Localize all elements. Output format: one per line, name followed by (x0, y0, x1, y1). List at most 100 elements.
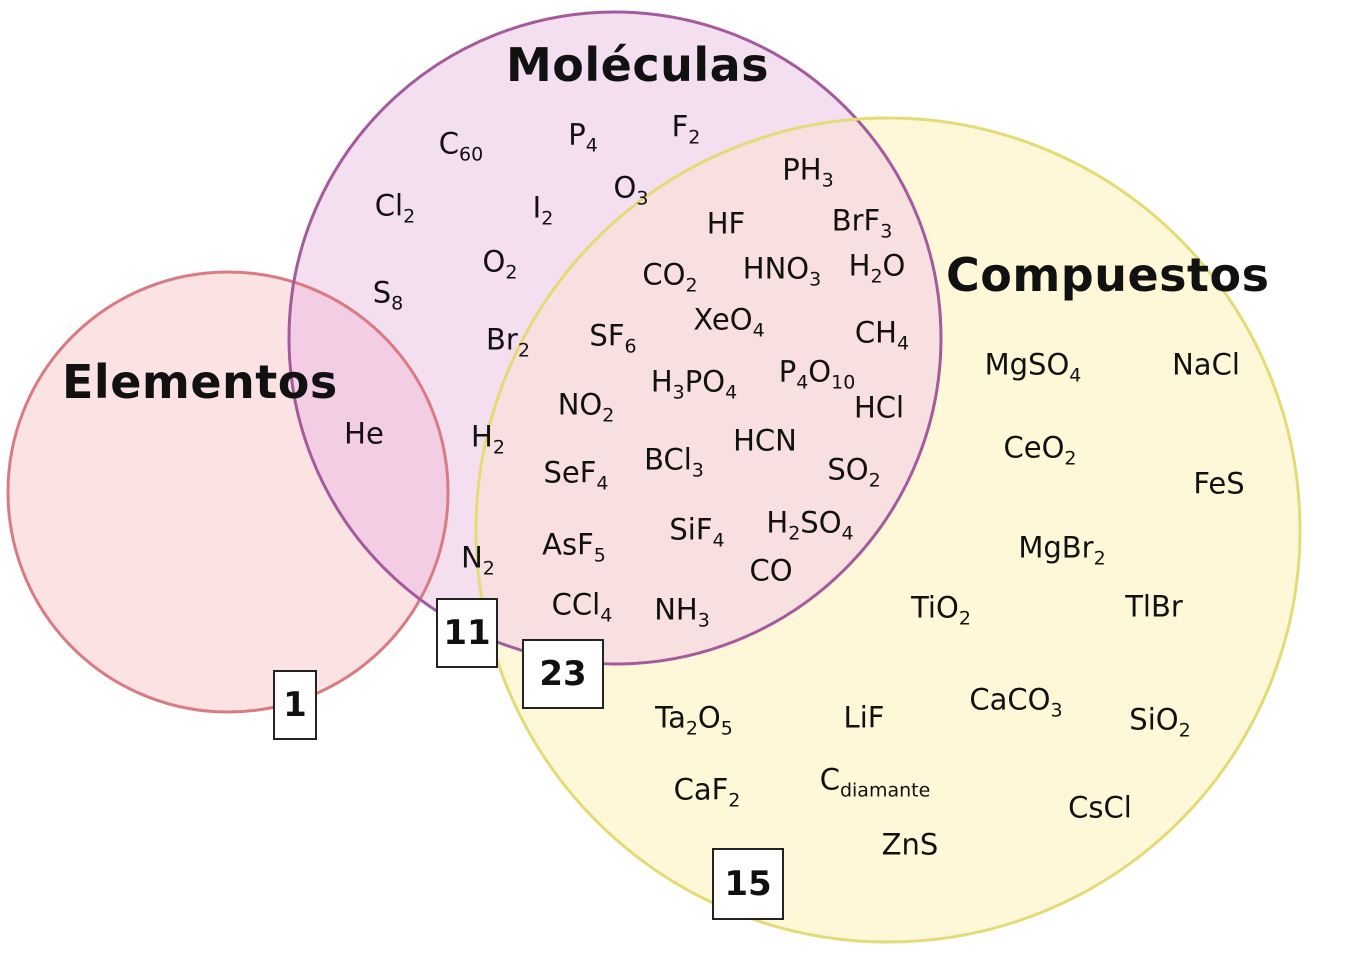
formula-cl2-part: 2 (403, 205, 416, 228)
formula-c60-part: 60 (459, 143, 484, 166)
formula-ch4-part: CH (854, 315, 897, 350)
formula-p4o10-part: 10 (831, 371, 856, 394)
formula-p4o10: P4O10 (778, 354, 856, 392)
formula-hcl: HCl (854, 393, 904, 423)
formula-sif4-part: 4 (712, 529, 725, 552)
compuestos-title: Compuestos (946, 248, 1270, 302)
formula-mgso4: MgSO4 (985, 350, 1082, 385)
formula-br2-part: 2 (517, 339, 530, 362)
formula-n2: N2 (461, 543, 495, 578)
formula-h3po4-part: 4 (725, 381, 738, 404)
formula-lif: LiF (844, 703, 885, 733)
formula-h2so4-part: 4 (841, 522, 854, 545)
compuestos-outline (474, 116, 1302, 944)
formula-nh3-part: NH (654, 592, 698, 627)
formula-ccl4: CCl4 (551, 587, 613, 625)
formula-so2-part: SO (827, 452, 869, 487)
formula-nacl: NaCl (1172, 347, 1240, 382)
formula-xeo4-part: XeO (693, 302, 753, 337)
moleculas-outline (287, 10, 943, 666)
formula-cdiamante-part: C (819, 762, 840, 797)
formula-c60-part: C (438, 126, 460, 161)
formula-o3-part: 3 (636, 187, 649, 210)
formula-ceo2-part: CeO (1003, 430, 1065, 465)
formula-h2so4-part: 2 (788, 522, 801, 545)
count-elementos-only: 1 (273, 670, 317, 740)
formula-asf5-part: 5 (593, 544, 606, 567)
formula-o2: O2 (483, 247, 518, 282)
formula-zns-part: ZnS (881, 827, 939, 862)
formula-ta2o5-part: 2 (685, 717, 698, 740)
formula-mgbr2-part: 2 (1093, 547, 1106, 570)
formula-cdiamante-part: diamante (839, 779, 931, 802)
formula-zns: ZnS (881, 827, 939, 862)
formula-nh3-part: 3 (697, 609, 710, 632)
formula-h2o-part: H (848, 248, 871, 283)
formula-cscl: CsCl (1068, 793, 1132, 823)
formula-o3: O3 (613, 170, 649, 208)
formula-sf6: SF6 (589, 318, 636, 356)
formula-p4o10-part: 4 (796, 371, 809, 394)
formula-sio2-part: SiO (1129, 702, 1179, 737)
formula-h2-part: H (471, 419, 493, 454)
formula-sif4: SiF4 (669, 512, 724, 550)
formula-ph3-part: PH (782, 152, 822, 187)
formula-hf-part: HF (706, 206, 746, 241)
formula-ph3-part: 3 (821, 169, 834, 192)
formula-cl2-part: Cl (374, 188, 404, 223)
formula-nacl-part: NaCl (1172, 347, 1240, 382)
formula-h3po4-part: H (650, 364, 673, 399)
formula-h2so4-part: H (766, 505, 789, 540)
formula-cdiamante: Cdiamante (819, 762, 931, 800)
formula-no2: NO2 (558, 390, 615, 425)
formula-hcn-part: HCN (733, 423, 797, 458)
formula-ph3: PH3 (782, 152, 833, 190)
formula-f2-part: 2 (688, 126, 701, 149)
formula-co2: CO2 (642, 257, 697, 295)
formula-ta2o5: Ta2O5 (655, 700, 733, 738)
formula-s8-part: 8 (391, 292, 404, 315)
count-elementos-moleculas: 11 (436, 598, 498, 668)
formula-h2so4-part: SO (800, 505, 842, 540)
formula-hno3-part: HNO (742, 251, 810, 286)
formula-tio2: TiO2 (911, 590, 971, 628)
formula-co: CO (749, 553, 793, 588)
formula-f2: F2 (671, 109, 701, 147)
formula-mgbr2: MgBr2 (1018, 533, 1105, 568)
formula-o2-part: 2 (505, 261, 518, 284)
formula-brf3-part: BrF (831, 203, 881, 238)
formula-f2-part: F (671, 109, 689, 144)
formula-asf5: AsF5 (542, 530, 606, 565)
formula-so2-part: 2 (868, 469, 881, 492)
formula-caf2-part: 2 (728, 789, 741, 812)
formula-ta2o5-part: O (697, 700, 721, 735)
formula-sif4-part: SiF (669, 512, 713, 547)
formula-i2: I2 (533, 193, 554, 228)
formula-br2-part: Br (486, 322, 518, 357)
formula-p4o10-part: P (778, 354, 797, 389)
formula-co2-part: CO (642, 257, 686, 292)
formula-ch4-part: 4 (896, 332, 910, 355)
formula-no2-part: 2 (602, 404, 615, 427)
formula-caco3-part: 3 (1050, 699, 1063, 722)
formula-i2-part: 2 (541, 207, 554, 230)
formula-caf2: CaF2 (674, 775, 741, 810)
formula-hno3-part: 3 (809, 268, 822, 291)
formula-cl2: Cl2 (374, 188, 415, 226)
formula-h3po4: H3PO4 (650, 364, 737, 402)
formula-sf6-part: SF (589, 318, 625, 353)
formula-sio2-part: 2 (1178, 719, 1191, 742)
formula-ccl4-part: CCl (551, 587, 601, 622)
formula-co-part: CO (749, 553, 793, 588)
formula-tio2-part: TiO (911, 590, 959, 625)
formula-h3po4-part: 3 (672, 381, 685, 404)
formula-ccl4-part: 4 (600, 604, 613, 627)
formula-n2-part: 2 (482, 557, 495, 580)
count-compuestos-only: 15 (712, 848, 784, 920)
formula-sf6-part: 6 (624, 335, 637, 358)
formula-o3-part: O (613, 170, 637, 205)
formula-hno3: HNO3 (742, 251, 821, 289)
formula-p4-part: 4 (585, 134, 598, 157)
formula-he: He (344, 419, 384, 449)
formula-ta2o5-part: Ta (655, 700, 686, 735)
